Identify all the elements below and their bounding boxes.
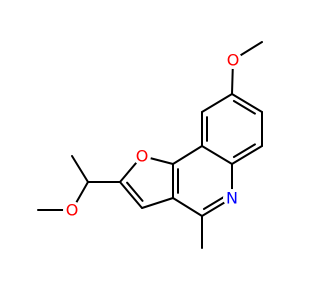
molecule-structure: O O N O (37, 41, 263, 249)
bond-c_side-c_side_me (71, 155, 89, 183)
bond-c9-c8 (201, 93, 233, 113)
atom-bg-o_methoxy_top (224, 51, 242, 69)
bond-c2-c3 (119, 181, 143, 209)
bond-c3-c3a (141, 197, 174, 209)
bond-c4-c3a (172, 197, 203, 217)
bond-c6-c5a-inner (232, 143, 256, 159)
bond-c6-c5a (231, 145, 263, 165)
atom-label-o_methoxy_top: O (227, 51, 240, 70)
atom-label-o_side: O (66, 201, 79, 220)
bond-c8-c7 (231, 93, 263, 113)
bond-c2-c3-inner (126, 181, 144, 202)
bond-c8-c7-inner (232, 99, 256, 115)
bond-n_ring-c4-inner (202, 195, 226, 211)
bonds (37, 41, 263, 249)
atom-bg-o_side (63, 201, 81, 219)
atom-bg-o_furan (133, 147, 151, 165)
molecule-canvas: O O N O (37, 41, 263, 249)
bond-c5a-c9a (201, 145, 233, 165)
atom-label-n_ring: N (226, 189, 238, 208)
bond-c9b-c9a (172, 145, 203, 165)
atom-bg-n_ring (223, 189, 241, 207)
atom-label-o_furan: O (136, 147, 149, 166)
atom-labels: O O N O (63, 51, 242, 220)
